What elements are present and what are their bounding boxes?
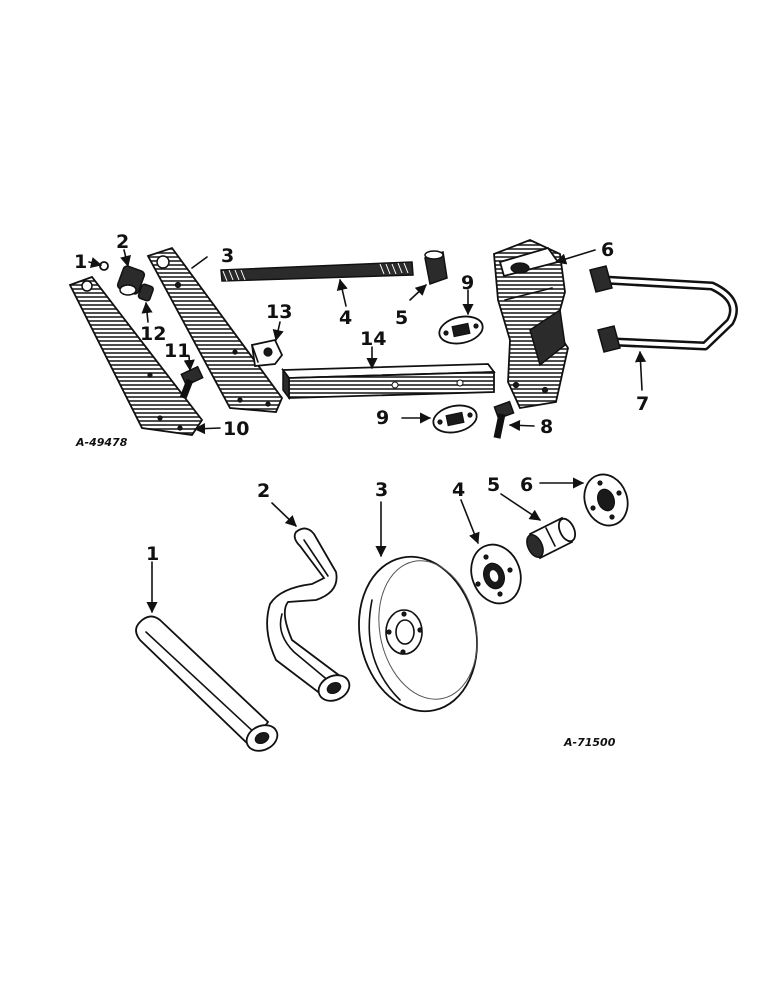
standard-plate-part-10: [68, 275, 204, 436]
washer-part-9-top: [438, 315, 484, 345]
lower-callout-1: 1: [146, 543, 159, 565]
spindle-part-5: [526, 516, 577, 560]
spacer-part-5-upper: [424, 250, 448, 285]
washer-part-9-bottom: [432, 404, 478, 434]
lower-assembly: 1 2 3 4 5 6 A-71500: [135, 473, 629, 752]
nut-part-1-upper: [99, 261, 109, 271]
standard-plate-part-3: [146, 246, 284, 413]
threaded-rod-part-4: [220, 261, 414, 282]
upper-callout-12: 12: [140, 323, 166, 345]
upper-callout-13: 13: [266, 301, 292, 323]
spacer-part-2-upper: [116, 265, 146, 296]
figure-code-lower: A-71500: [563, 736, 616, 749]
upper-callout-8: 8: [540, 416, 553, 438]
lower-callout-6: 6: [520, 474, 533, 496]
u-bolt-part-7: [589, 265, 738, 353]
upper-leader-lines: [88, 249, 647, 435]
lower-callout-4: 4: [452, 479, 465, 501]
bolt-part-8: [493, 400, 515, 439]
cranked-arm-part-2: [266, 527, 351, 702]
disc-part-3: [358, 555, 478, 713]
straight-arm-part-1: [135, 615, 279, 752]
lower-callout-5: 5: [487, 474, 500, 496]
upper-callout-14: 14: [360, 328, 386, 350]
upper-callout-11: 11: [164, 340, 190, 362]
upper-callout-6: 6: [601, 239, 614, 261]
upper-callout-10: 10: [223, 418, 249, 440]
bolt-part-11: [179, 365, 204, 400]
upper-callout-5: 5: [395, 307, 408, 329]
clip-part-13: [250, 338, 284, 367]
upper-callout-numbers: 1 2 3 4 5 6 7 8 9 9 10 11 12 13 14: [74, 231, 649, 440]
lower-callout-3: 3: [375, 479, 388, 501]
lower-callout-2: 2: [257, 480, 270, 502]
square-bar-part-14: [281, 363, 496, 401]
upper-callout-2: 2: [116, 231, 129, 253]
lower-leader-lines: [146, 477, 585, 614]
spacer-part-12: [137, 283, 154, 302]
upper-callout-7: 7: [636, 393, 649, 415]
flange-part-6-lower: [583, 473, 629, 527]
clamp-bracket-part-6-upper: [493, 239, 569, 410]
upper-callout-9-bottom: 9: [376, 407, 389, 429]
upper-callout-3: 3: [221, 245, 234, 267]
upper-callout-4: 4: [339, 307, 352, 329]
upper-assembly: 1 2 3 4 5 6 7 8 9 9 10 11 12 13 14 A-494…: [68, 231, 738, 449]
hub-flange-part-4: [470, 543, 522, 605]
upper-callout-1: 1: [74, 251, 87, 273]
figure-code-upper: A-49478: [75, 436, 128, 449]
upper-callout-9-top: 9: [461, 272, 474, 294]
lower-callout-numbers: 1 2 3 4 5 6: [146, 474, 533, 565]
